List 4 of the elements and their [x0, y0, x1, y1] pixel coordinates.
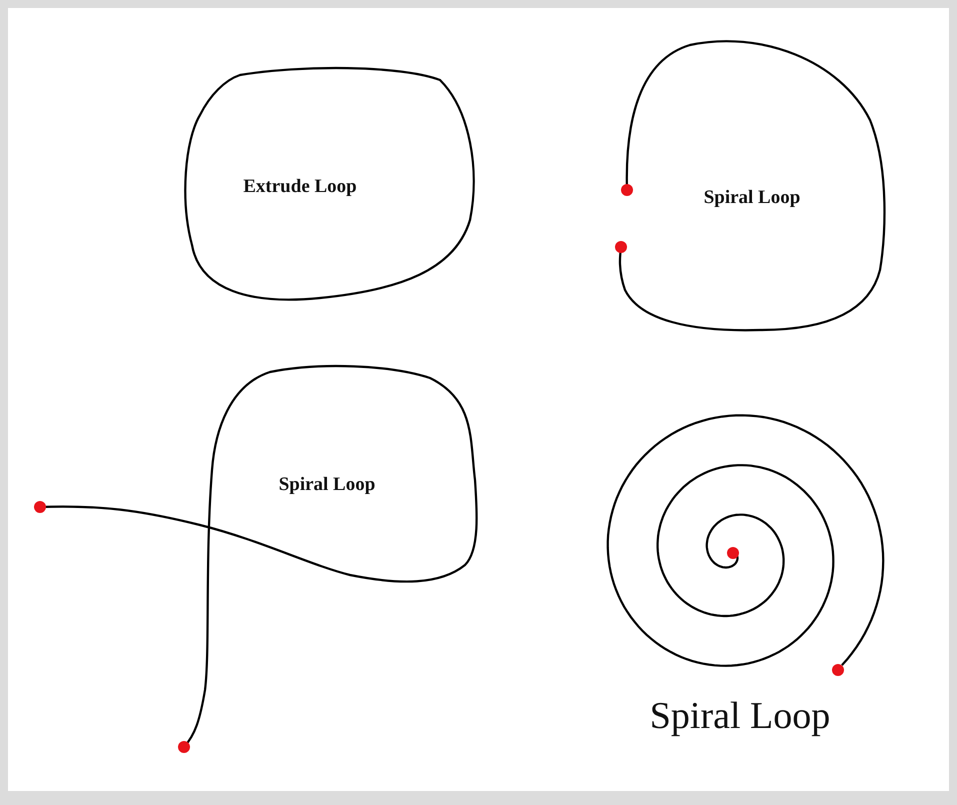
loop-label: Spiral Loop	[278, 474, 376, 496]
loop-label: Spiral Loop	[650, 694, 830, 738]
loop-label: Spiral Loop	[704, 187, 800, 209]
loop-label: Extrude Loop	[243, 176, 357, 198]
